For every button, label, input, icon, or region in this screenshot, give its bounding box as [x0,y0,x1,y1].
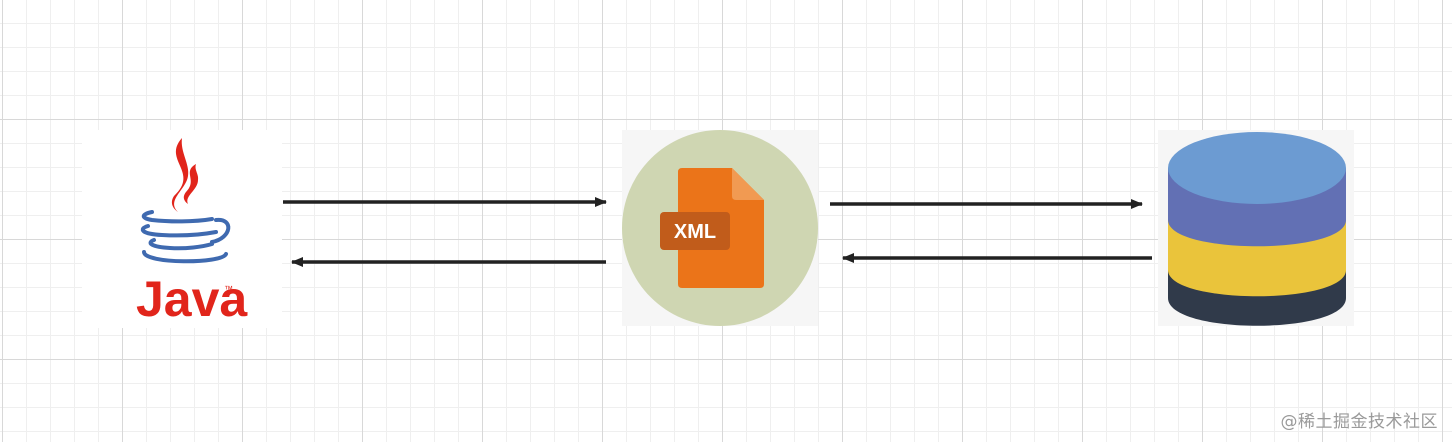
java-node: Java ™ [82,130,282,328]
xml-file-icon: XML [622,130,818,326]
xml-label: XML [674,221,716,243]
java-wordmark: Java [136,271,248,327]
java-trademark: ™ [224,284,233,294]
xml-node: XML [622,130,818,326]
watermark: @稀土掘金技术社区 [1280,412,1438,432]
database-stack-icon [1168,132,1346,326]
database-node [1158,130,1354,326]
java-logo-icon: Java ™ [136,138,248,327]
